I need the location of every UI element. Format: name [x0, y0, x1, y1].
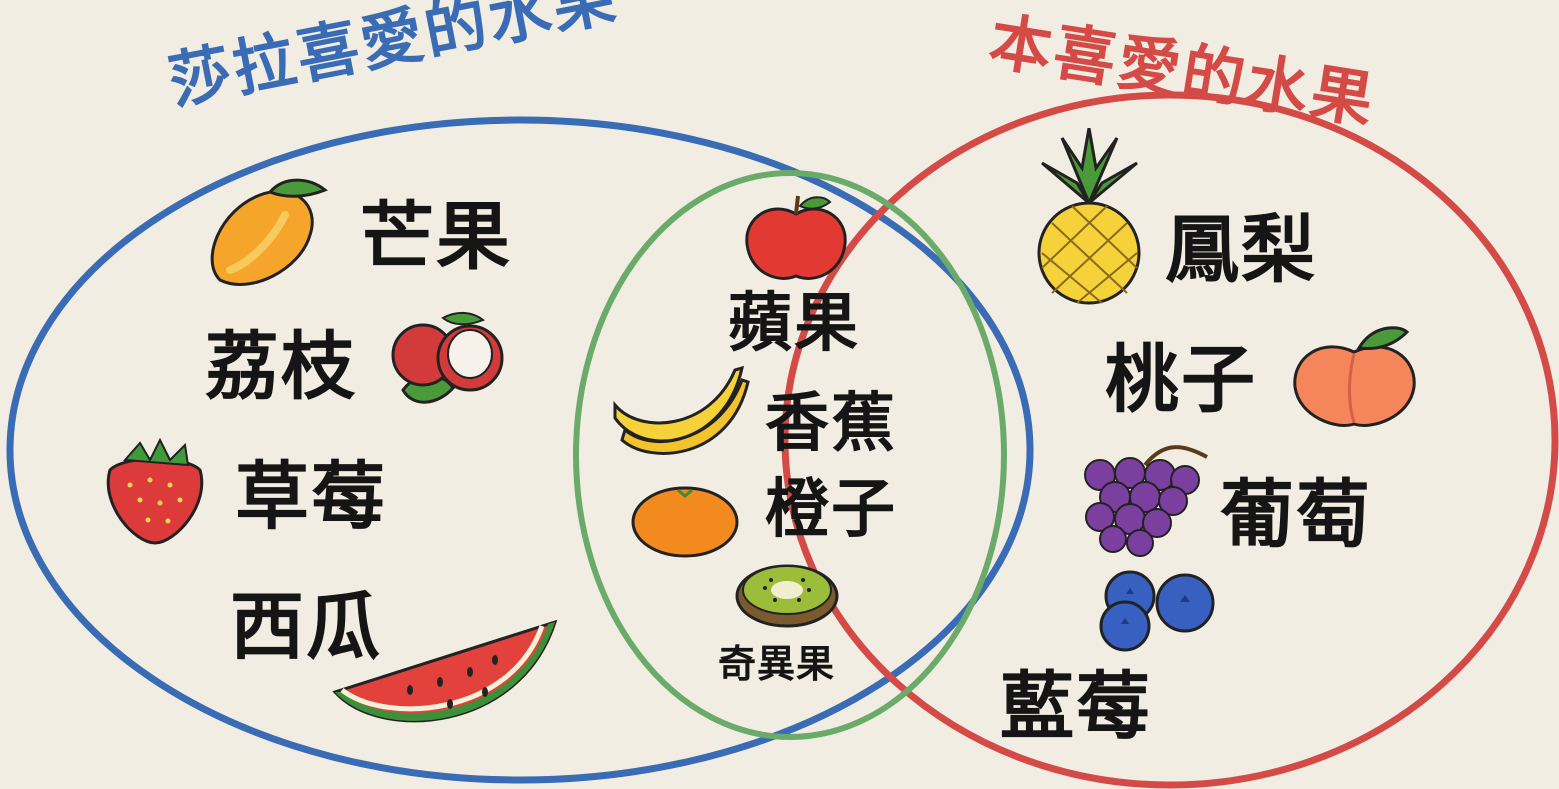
- label-kiwi: 奇異果: [718, 642, 836, 686]
- watermelon-icon: [332, 619, 558, 723]
- label-blueberry: 藍莓: [1000, 664, 1152, 750]
- intersection-circle: [573, 170, 1007, 740]
- label-apple: 蘋果: [728, 287, 860, 361]
- label-mango: 芒果: [360, 194, 512, 280]
- orange-icon: [631, 486, 739, 558]
- grapes-icon: [1084, 445, 1208, 557]
- mango-icon: [210, 178, 328, 286]
- label-grapes: 葡萄: [1220, 472, 1372, 558]
- label-lychee: 荔枝: [205, 324, 357, 410]
- right-set-circle: [781, 91, 1559, 789]
- label-pineapple: 鳳梨: [1165, 207, 1317, 293]
- apple-icon: [745, 195, 847, 280]
- label-peach: 桃子: [1105, 337, 1257, 423]
- pineapple-icon: [1037, 128, 1141, 305]
- blueberries-icon: [1099, 570, 1215, 652]
- banana-icon: [613, 365, 750, 455]
- lychee-icon: [391, 312, 504, 404]
- label-strawberry: 草莓: [235, 454, 387, 540]
- label-banana: 香蕉: [765, 387, 897, 461]
- label-orange: 橙子: [765, 473, 897, 547]
- kiwi-icon: [735, 564, 839, 628]
- left-set-circle: [6, 116, 1034, 784]
- strawberry-icon: [106, 437, 204, 545]
- peach-icon: [1293, 326, 1416, 427]
- label-watermelon: 西瓜: [230, 584, 382, 670]
